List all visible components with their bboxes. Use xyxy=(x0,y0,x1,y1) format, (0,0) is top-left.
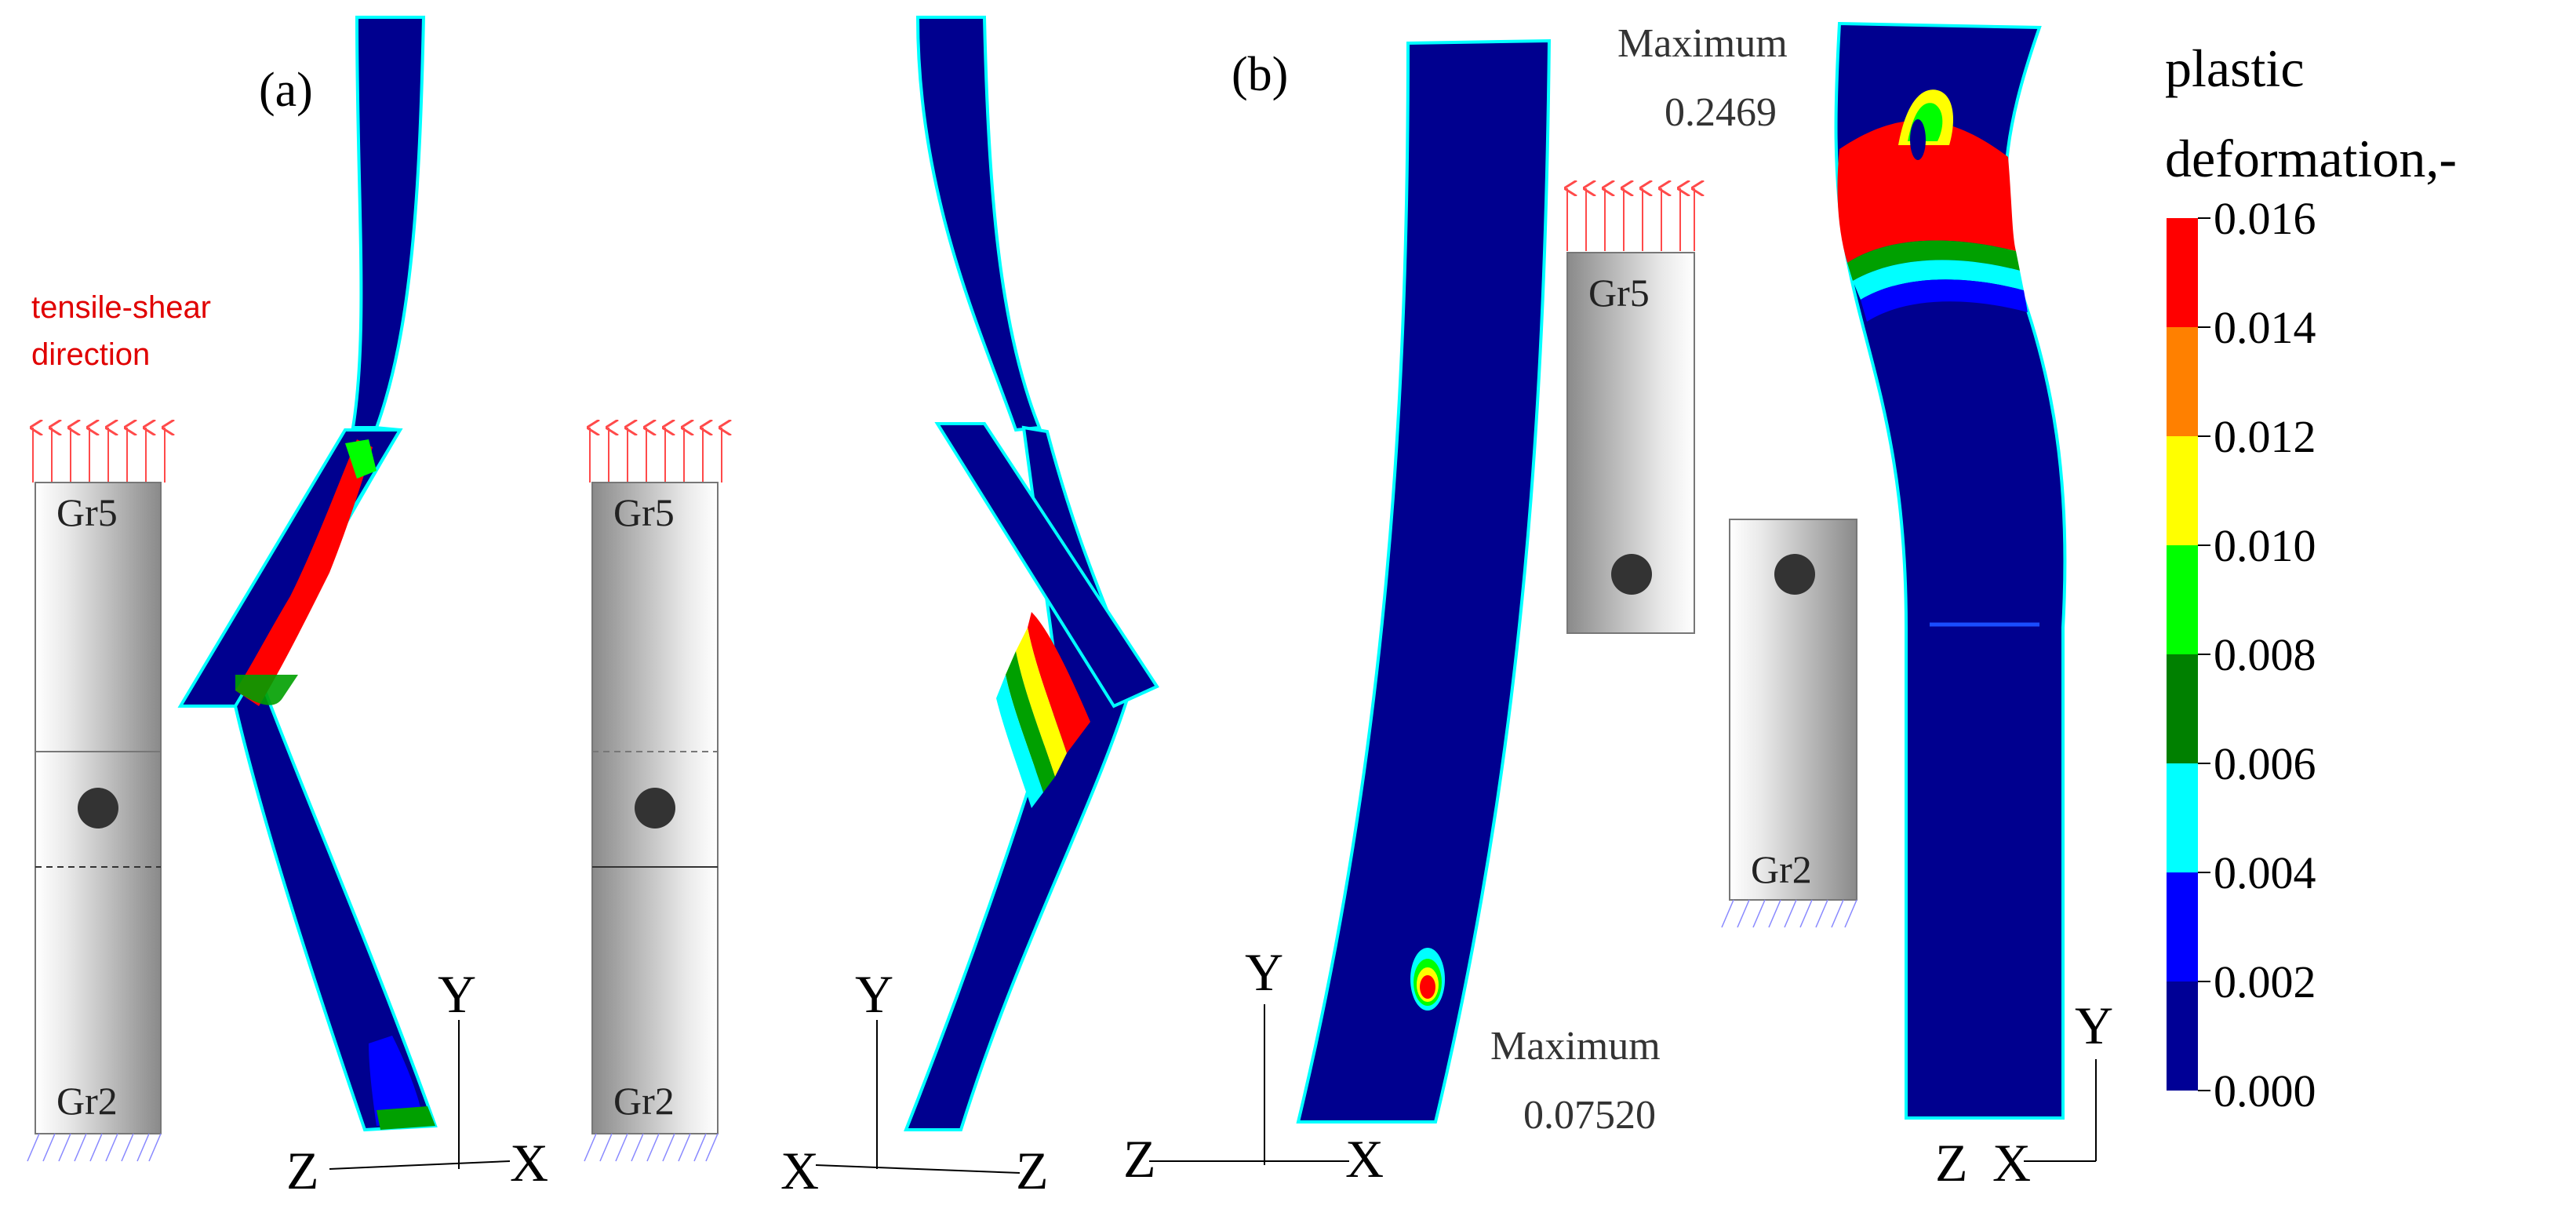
axis-z-label-a1: Z xyxy=(286,1141,319,1200)
deformed-strip-a1 xyxy=(177,16,438,1132)
legend-colorbar xyxy=(2167,218,2198,1091)
max-value-b-upper: 0.2469 xyxy=(1665,90,1777,135)
legend-tick-label: 0.002 xyxy=(2214,956,2316,1007)
legend-swatch xyxy=(2167,981,2198,1091)
specimen-b2: Gr2 xyxy=(1721,519,1857,928)
max-label-b-lower: Maximum xyxy=(1490,1024,1661,1069)
gr5-label-a1: Gr5 xyxy=(56,490,118,534)
load-arrows-a1 xyxy=(33,428,165,483)
axis-z-label-b2: Z xyxy=(1935,1133,1968,1193)
legend-tick-labels: 0.016 0.014 0.012 0.010 0.008 0.006 0.004 0.002… xyxy=(2198,193,2316,1116)
axis-triad-a1 xyxy=(329,1020,511,1170)
axis-y-label-b2: Y xyxy=(2075,996,2113,1055)
legend-swatch xyxy=(2167,654,2198,763)
axis-triad-b2 xyxy=(2024,1059,2097,1162)
axis-y-label-a1: Y xyxy=(438,964,476,1024)
load-direction-label-2: direction xyxy=(31,337,150,372)
legend-tick-label: 0.004 xyxy=(2214,847,2316,898)
legend-swatch xyxy=(2167,436,2198,545)
axis-z-label-a2: Z xyxy=(1016,1141,1049,1200)
gr5-label-b1: Gr5 xyxy=(1588,271,1650,315)
axis-x-label-a2: X xyxy=(780,1141,819,1200)
axis-z-label-b1: Z xyxy=(1123,1129,1156,1189)
gr5-label-a2: Gr5 xyxy=(613,490,675,534)
specimen-b1: Gr5 xyxy=(1566,252,1695,634)
panel-label-b: (b) xyxy=(1232,48,1288,101)
panel-label-a: (a) xyxy=(259,64,313,117)
deformed-strip-a2 xyxy=(904,16,1159,1131)
legend-swatch xyxy=(2167,763,2198,872)
load-direction-label-1: tensile-shear xyxy=(31,290,211,325)
axis-x-label-a1: X xyxy=(510,1133,548,1193)
legend-swatch xyxy=(2167,327,2198,436)
specimen-a1: Gr5 Gr2 xyxy=(27,482,162,1162)
deformed-strip-b2 xyxy=(1834,21,2067,1120)
gr2-label-b2: Gr2 xyxy=(1751,847,1812,891)
gr2-label-a2: Gr2 xyxy=(613,1079,675,1123)
legend-swatch xyxy=(2167,545,2198,654)
axis-x-label-b2: X xyxy=(1992,1133,2031,1193)
legend-tick-label: 0.008 xyxy=(2214,629,2316,680)
deformed-strip-b1 xyxy=(1296,38,1552,1123)
legend-title-line1: plastic xyxy=(2165,38,2305,98)
axis-x-label-b1: X xyxy=(1345,1129,1384,1189)
legend-tick-label: 0.012 xyxy=(2214,411,2316,462)
legend-tick-label: 0.000 xyxy=(2214,1065,2316,1116)
legend-title-line2: deformation,- xyxy=(2165,129,2457,188)
legend-tick-label: 0.014 xyxy=(2214,302,2316,353)
legend-tick-label: 0.006 xyxy=(2214,738,2316,789)
max-value-b-lower: 0.07520 xyxy=(1523,1093,1656,1138)
load-arrows-b1 xyxy=(1567,188,1694,251)
axis-triad-a2 xyxy=(815,1020,1021,1174)
legend-tick-label: 0.016 xyxy=(2214,193,2316,244)
axis-y-label-a2: Y xyxy=(855,964,893,1024)
axis-y-label-b1: Y xyxy=(1245,942,1283,1002)
gr2-label-a1: Gr2 xyxy=(56,1079,118,1123)
legend-swatch xyxy=(2167,872,2198,981)
legend-swatch xyxy=(2167,218,2198,327)
specimen-a2: Gr5 Gr2 xyxy=(584,482,719,1162)
load-arrows-a2 xyxy=(590,428,722,483)
legend-tick-label: 0.010 xyxy=(2214,520,2316,571)
max-label-b-upper: Maximum xyxy=(1617,21,1788,66)
axis-triad-b1 xyxy=(1149,1004,1349,1165)
